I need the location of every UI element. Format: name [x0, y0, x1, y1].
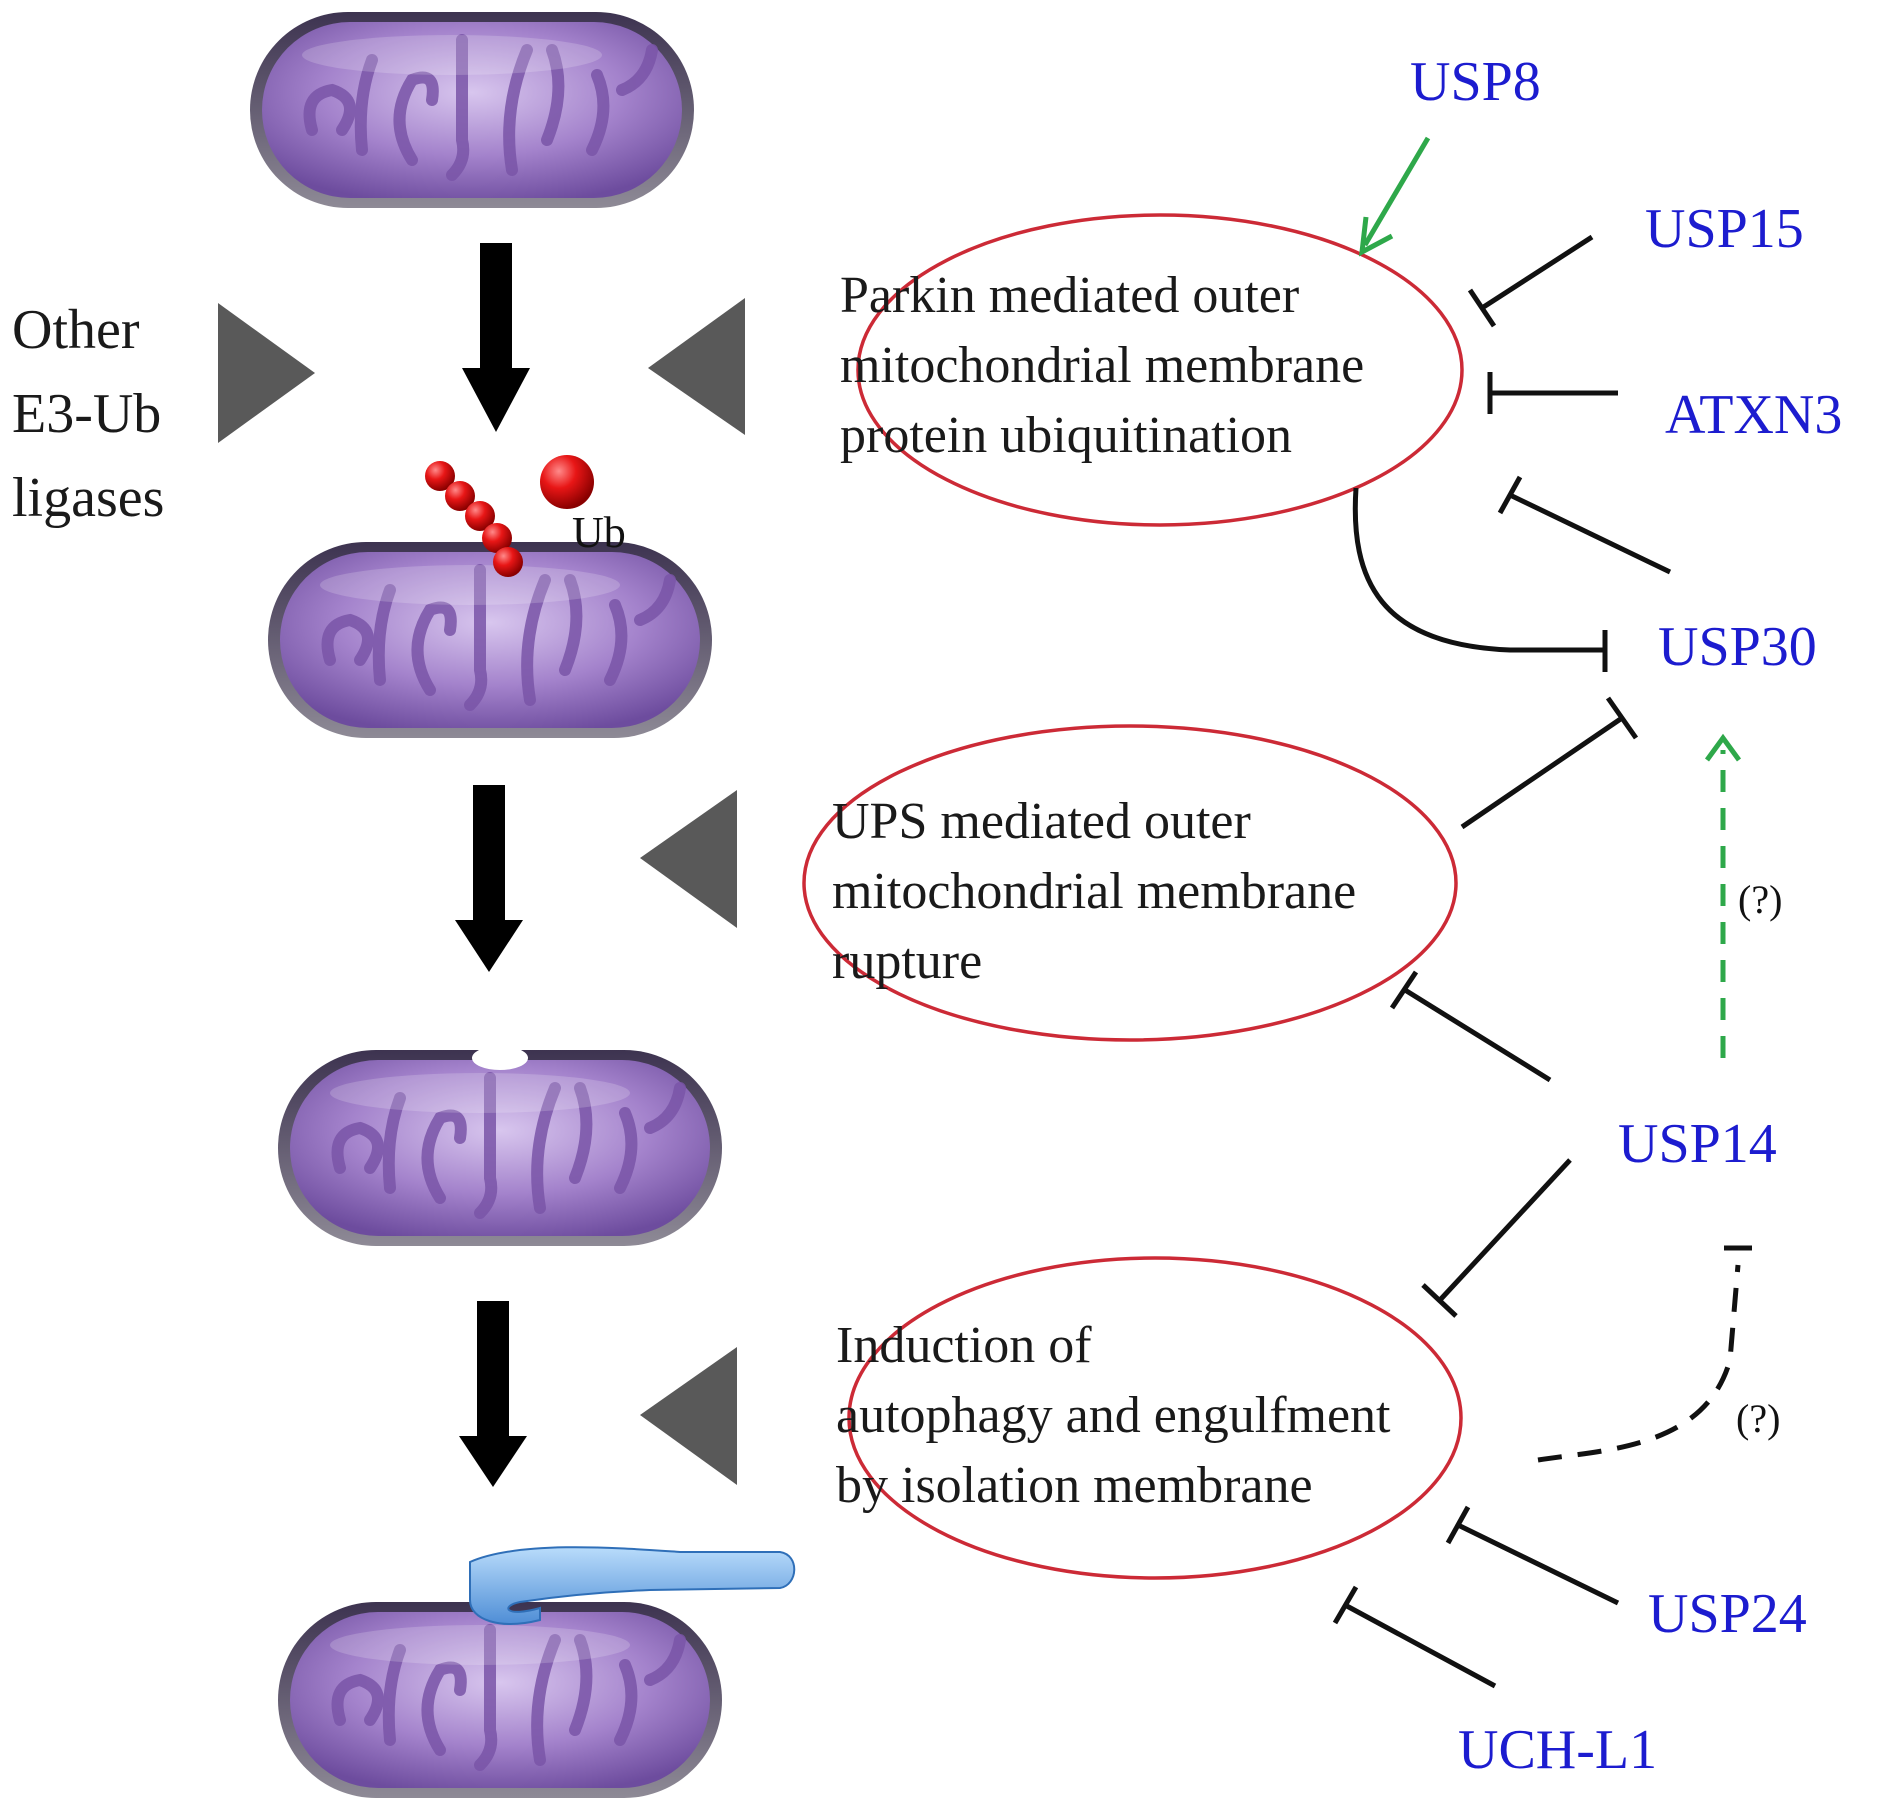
inhibition-parkin-usp30 [1352, 487, 1605, 653]
inhibition-uchl1 [1343, 1602, 1497, 1689]
svg-text:E3-Ub: E3-Ub [12, 383, 161, 445]
dashed-activation-usp14-usp30 [1704, 733, 1742, 1058]
isolation-membrane [469, 1546, 796, 1625]
enzyme-usp15: USP15 [1645, 198, 1804, 260]
svg-text:Other: Other [12, 299, 140, 361]
svg-text:autophagy and engulfment: autophagy and engulfment [836, 1387, 1391, 1444]
step-text-ups: UPS mediated outer mitochondrial membran… [832, 793, 1356, 990]
inhibition-usp30-parkin [1508, 492, 1672, 575]
progression-arrow-3 [459, 1301, 527, 1487]
enzyme-usp24: USP24 [1648, 1583, 1807, 1645]
triangle-left-step3 [640, 1347, 737, 1485]
inhibition-ups-usp30 [1460, 715, 1624, 830]
other-e3-ligases-label: Other E3-Ub ligases [12, 299, 164, 529]
triangle-left-step1 [648, 298, 745, 435]
step-oval-parkin [856, 213, 1464, 527]
ubiquitin-chain [425, 455, 594, 577]
svg-text:mitochondrial membrane: mitochondrial membrane [840, 337, 1364, 394]
enzyme-uchl1: UCH-L1 [1458, 1719, 1657, 1781]
triangle-left-step2 [640, 790, 737, 928]
uncertain-label-2: (?) [1736, 1396, 1780, 1441]
progression-arrow-1 [462, 243, 530, 432]
dashed-inhibition-autophagy-usp14 [1537, 1245, 1752, 1463]
mitochondrion-engulfed [278, 1602, 722, 1798]
inhibition-usp14-ups [1403, 987, 1552, 1083]
activation-arrow-usp8 [1358, 136, 1431, 257]
svg-text:Parkin mediated outer: Parkin mediated outer [840, 267, 1299, 324]
inhibition-lines [1332, 234, 1672, 1689]
mitochondrion-ruptured [278, 1050, 722, 1246]
svg-text:Induction of: Induction of [836, 1317, 1092, 1374]
inhibition-usp15 [1480, 234, 1594, 311]
enzyme-usp8: USP8 [1410, 51, 1541, 113]
svg-text:protein ubiquitination: protein ubiquitination [840, 407, 1292, 464]
svg-text:UPS mediated outer: UPS mediated outer [832, 793, 1251, 850]
enzyme-usp14: USP14 [1618, 1113, 1777, 1175]
enzyme-usp30: USP30 [1658, 616, 1817, 678]
uncertain-label-1: (?) [1738, 877, 1782, 922]
triangle-right-other-ligases [218, 303, 315, 443]
step-oval-autophagy [847, 1256, 1463, 1580]
svg-text:by isolation membrane: by isolation membrane [836, 1457, 1313, 1514]
inhibition-usp24 [1456, 1522, 1620, 1606]
svg-text:rupture: rupture [832, 933, 982, 990]
step-oval-ups [802, 724, 1458, 1042]
process-triangles [218, 298, 745, 1485]
step-text-autophagy: Induction of autophagy and engulfment by… [836, 1317, 1391, 1514]
mitochondrion-ubiquitinated [268, 542, 712, 738]
membrane-rupture-gap [472, 1046, 528, 1070]
ubiquitin-monomer [540, 455, 594, 509]
enzyme-atxn3: ATXN3 [1665, 384, 1842, 446]
inhibition-usp14-autophagy [1438, 1158, 1572, 1302]
progression-arrow-2 [455, 785, 523, 972]
svg-text:ligases: ligases [12, 467, 164, 529]
ub-label: Ub [572, 508, 626, 557]
step-text-parkin: Parkin mediated outer mitochondrial memb… [840, 267, 1364, 464]
mitochondrion-healthy [250, 12, 694, 208]
progression-arrows [455, 243, 530, 1487]
svg-text:mitochondrial membrane: mitochondrial membrane [832, 863, 1356, 920]
